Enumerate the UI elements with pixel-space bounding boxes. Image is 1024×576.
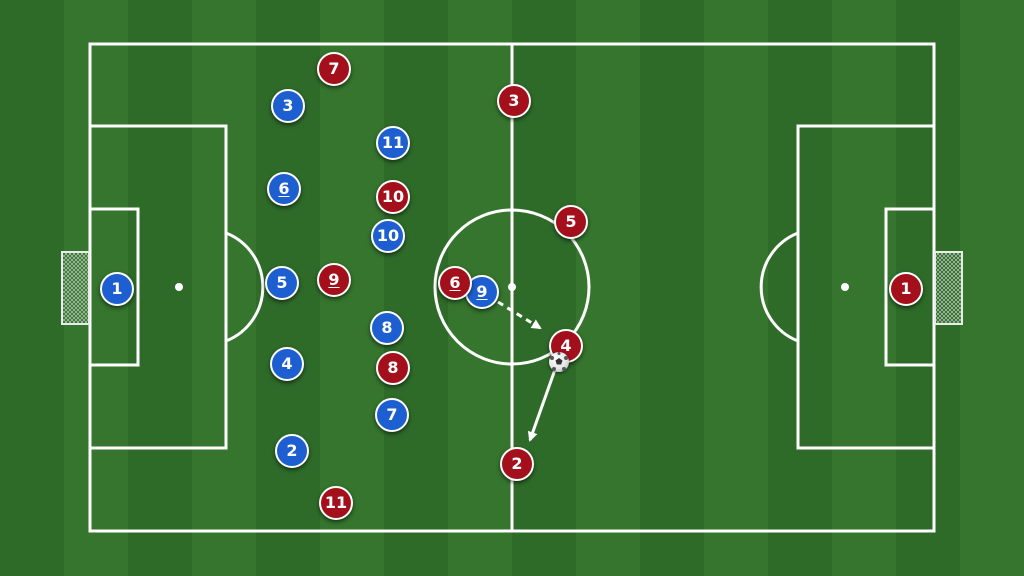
red-player-6[interactable]: 6 bbox=[438, 266, 472, 300]
blue-player-5[interactable]: 5 bbox=[265, 266, 299, 300]
blue-player-6[interactable]: 6 bbox=[267, 172, 301, 206]
player-number: 7 bbox=[328, 59, 340, 78]
blue-player-7[interactable]: 7 bbox=[375, 398, 409, 432]
player-number: 7 bbox=[386, 405, 398, 424]
player-number: 5 bbox=[276, 273, 288, 292]
player-number: 8 bbox=[387, 358, 399, 377]
grass-stripe bbox=[192, 0, 256, 576]
player-number: 2 bbox=[286, 441, 298, 460]
pitch-spots bbox=[175, 283, 849, 291]
red-player-1[interactable]: 1 bbox=[889, 272, 923, 306]
run-arrow bbox=[497, 300, 542, 330]
player-number: 1 bbox=[111, 279, 123, 298]
center-spot bbox=[508, 283, 516, 291]
red-player-11[interactable]: 11 bbox=[319, 486, 353, 520]
right-penalty-spot bbox=[841, 283, 849, 291]
player-number: 6 bbox=[278, 179, 290, 198]
movement-arrows bbox=[497, 300, 559, 442]
blue-player-10[interactable]: 10 bbox=[371, 219, 405, 253]
player-number: 4 bbox=[560, 336, 572, 355]
player-number: 6 bbox=[449, 273, 461, 292]
red-player-9[interactable]: 9 bbox=[317, 263, 351, 297]
goals bbox=[61, 251, 963, 325]
right-penalty-arc bbox=[759, 231, 799, 343]
red-player-8[interactable]: 8 bbox=[376, 351, 410, 385]
player-number: 3 bbox=[508, 91, 520, 110]
red-player-5[interactable]: 5 bbox=[554, 205, 588, 239]
left-penalty-spot bbox=[175, 283, 183, 291]
red-player-7[interactable]: 7 bbox=[317, 52, 351, 86]
grass-stripe bbox=[576, 0, 640, 576]
blue-player-2[interactable]: 2 bbox=[275, 434, 309, 468]
grass-stripe bbox=[960, 0, 1024, 576]
player-number: 10 bbox=[376, 226, 400, 245]
player-number: 1 bbox=[900, 279, 912, 298]
center-circle bbox=[433, 208, 591, 366]
grass-stripe bbox=[704, 0, 768, 576]
blue-player-4[interactable]: 4 bbox=[270, 347, 304, 381]
player-number: 8 bbox=[381, 318, 393, 337]
red-player-3[interactable]: 3 bbox=[497, 84, 531, 118]
left-goal-net bbox=[61, 251, 90, 325]
pass-arrow bbox=[527, 363, 559, 442]
player-number: 11 bbox=[324, 493, 348, 512]
player-number: 10 bbox=[381, 187, 405, 206]
player-number: 2 bbox=[511, 454, 523, 473]
blue-player-11[interactable]: 11 bbox=[376, 126, 410, 160]
player-number: 4 bbox=[281, 354, 293, 373]
soccer-ball-icon[interactable] bbox=[549, 352, 569, 372]
blue-player-8[interactable]: 8 bbox=[370, 311, 404, 345]
player-number: 3 bbox=[282, 96, 294, 115]
player-number: 5 bbox=[565, 212, 577, 231]
blue-player-3[interactable]: 3 bbox=[271, 89, 305, 123]
red-player-10[interactable]: 10 bbox=[376, 180, 410, 214]
player-number: 9 bbox=[476, 282, 488, 301]
left-penalty-arc bbox=[225, 231, 265, 343]
player-number: 11 bbox=[381, 133, 405, 152]
player-number: 9 bbox=[328, 270, 340, 289]
red-player-2[interactable]: 2 bbox=[500, 447, 534, 481]
right-goal-net bbox=[934, 251, 963, 325]
blue-player-1[interactable]: 1 bbox=[100, 272, 134, 306]
